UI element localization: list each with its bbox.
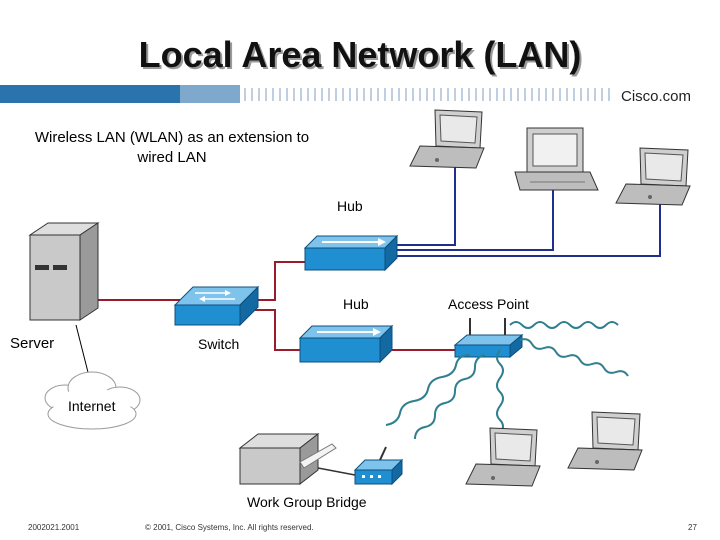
label-work-group-bridge: Work Group Bridge bbox=[247, 494, 367, 510]
label-internet: Internet bbox=[68, 398, 116, 414]
cable-hub-laptop-top bbox=[395, 158, 456, 246]
work-group-bridge-icon bbox=[353, 446, 404, 486]
laptop-icon-bottom bbox=[465, 427, 541, 487]
slide-subtitle: Wireless LAN (WLAN) as an extension to w… bbox=[34, 129, 310, 166]
internet-cloud-icon bbox=[44, 371, 141, 430]
cables bbox=[75, 158, 661, 389]
footer-page-number: 27 bbox=[688, 523, 697, 532]
label-hub-bottom: Hub bbox=[343, 296, 369, 312]
access-point-icon bbox=[453, 318, 524, 359]
cable-printer-bridge bbox=[317, 467, 356, 476]
laptop-icon-top bbox=[409, 109, 485, 169]
slide-title: Local Area Network (LAN) bbox=[138, 34, 582, 75]
printer-icon bbox=[238, 432, 337, 486]
hub-icon-bottom bbox=[298, 324, 394, 364]
cable-switch-hub-bottom bbox=[255, 309, 310, 351]
radio-waves bbox=[385, 321, 629, 440]
cable-hub-desktop bbox=[395, 190, 554, 251]
footer-date: 2002021.2001 bbox=[28, 523, 80, 532]
footer-copyright: © 2001, Cisco Systems, Inc. All rights r… bbox=[145, 523, 314, 532]
laptop-icon-right bbox=[615, 147, 691, 206]
hub-icon-top bbox=[303, 234, 399, 272]
laptop-icon-bottom-right bbox=[567, 411, 643, 471]
label-server: Server bbox=[10, 335, 55, 352]
server-icon bbox=[28, 222, 100, 321]
label-switch: Switch bbox=[198, 336, 240, 352]
cisco-brand: Cisco.com bbox=[621, 88, 692, 105]
cable-hub-laptop-right bbox=[395, 195, 661, 257]
switch-icon bbox=[173, 285, 260, 327]
header-band bbox=[0, 85, 720, 103]
desktop-icon bbox=[514, 127, 599, 191]
label-access-point: Access Point bbox=[448, 296, 529, 312]
cable-switch-hub-top bbox=[255, 261, 315, 301]
label-hub-top: Hub bbox=[337, 198, 363, 214]
